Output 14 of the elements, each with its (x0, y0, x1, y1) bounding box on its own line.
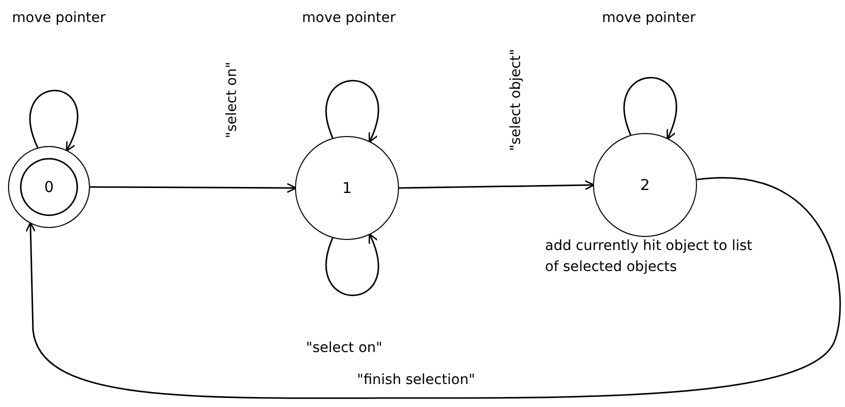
state-circle: 1 (295, 136, 399, 240)
state-circle: 2 (593, 133, 697, 237)
arrow (398, 180, 595, 190)
arrow (90, 182, 297, 194)
arrow (30, 90, 78, 152)
edge-label: move pointer (10, 10, 108, 26)
arrow (624, 76, 678, 140)
state-note: add currently hit object to list of selected objects (545, 237, 754, 277)
arrow (326, 233, 380, 296)
accepting-state-circle: 0 (8, 146, 90, 228)
edge-label: move pointer (300, 10, 398, 26)
arrow (25, 178, 841, 399)
edge-label: move pointer (600, 10, 698, 26)
arrow (326, 80, 380, 143)
